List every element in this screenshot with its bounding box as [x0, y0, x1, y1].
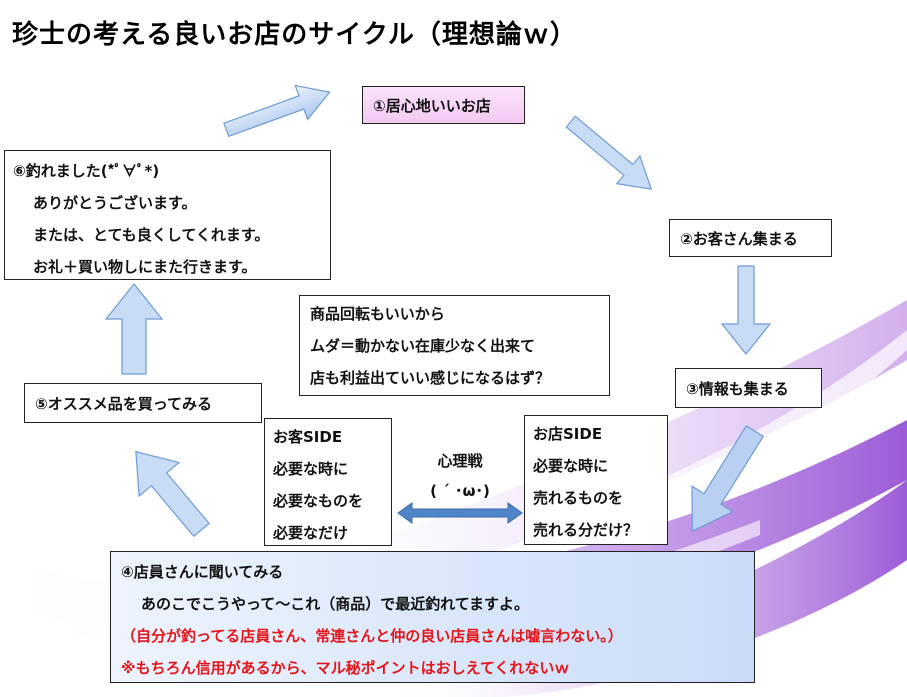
- psych-label: 心理戦: [437, 452, 483, 470]
- step-4-line-3: ※もちろん信用があるから、マル秘ポイントはおしえてくれないｗ: [121, 659, 570, 677]
- step-1-box: ①居心地いいお店: [362, 86, 525, 124]
- step-2-box: ②お客さん集まる: [669, 219, 832, 257]
- customer-side-line-2: 必要な時に: [273, 460, 349, 478]
- step-6-line-2: または、とても良くしてくれます。: [33, 226, 270, 244]
- store-side-line-1: お店SIDE: [533, 425, 603, 443]
- step-4-box: ④店員さんに聞いてみる あのこでこうやって〜これ（商品）で最近釣れてますよ。 （…: [110, 551, 755, 683]
- step-5-box: ⑤オススメ品を買ってみる: [24, 383, 262, 423]
- page-title: 珍士の考える良いお店のサイクル（理想論ｗ）: [12, 20, 577, 50]
- step-5-label: ⑤オススメ品を買ってみる: [35, 395, 212, 413]
- center-note-line-2: ムダ＝動かない在庫少なく出来て: [310, 337, 536, 355]
- arrow-down-right-icon: [565, 115, 653, 190]
- arrow-down-left-icon: [691, 424, 765, 533]
- center-note-box: 商品回転もいいから ムダ＝動かない在庫少なく出来て 店も利益出ていい感じになるは…: [299, 295, 610, 396]
- store-side-box: お店SIDE 必要な時に 売れるものを 売れる分だけ？: [524, 415, 668, 545]
- customer-side-box: お客SIDE 必要な時に 必要なものを 必要なだけ: [264, 418, 392, 546]
- arrow-up-icon: [104, 283, 164, 375]
- step-3-box: ③情報も集まる: [675, 368, 822, 408]
- step-4-heading: ④店員さんに聞いてみる: [121, 563, 284, 581]
- store-side-line-3: 売れるものを: [533, 489, 624, 507]
- store-side-line-2: 必要な時に: [533, 457, 609, 475]
- center-note-line-1: 商品回転もいいから: [310, 305, 445, 323]
- step-1-label: ①居心地いいお店: [373, 97, 491, 115]
- step-4-line-1: あのこでこうやって〜これ（商品）で最近釣れてますよ。: [141, 595, 530, 613]
- arrow-right-icon: [223, 84, 331, 138]
- psych-face: ( ´ ･ω･): [430, 482, 490, 500]
- customer-side-line-4: 必要なだけ: [273, 524, 349, 542]
- step-6-heading: ⑥釣れました(*ﾟ∀ﾟ*): [13, 162, 160, 180]
- arrow-up-left-icon: [135, 450, 210, 538]
- step-6-line-3: お礼＋買い物しにまた行きます。: [33, 258, 257, 276]
- step-4-line-2: （自分が釣ってる店員さん、常連さんと仲の良い店員さんは嘘言わない。）: [121, 627, 623, 645]
- arrow-down-icon: [720, 265, 772, 355]
- step-3-label: ③情報も集まる: [686, 380, 789, 398]
- customer-side-line-3: 必要なものを: [273, 492, 364, 510]
- customer-side-line-1: お客SIDE: [273, 428, 343, 446]
- double-arrow-icon: [397, 502, 523, 524]
- step-6-box: ⑥釣れました(*ﾟ∀ﾟ*) ありがとうございます。 または、とても良くしてくれま…: [4, 150, 331, 280]
- step-2-label: ②お客さん集まる: [680, 230, 798, 248]
- store-side-line-4: 売れる分だけ？: [533, 521, 639, 539]
- center-note-line-3: 店も利益出ていい感じになるはず？: [310, 369, 551, 387]
- step-6-line-1: ありがとうございます。: [33, 194, 197, 212]
